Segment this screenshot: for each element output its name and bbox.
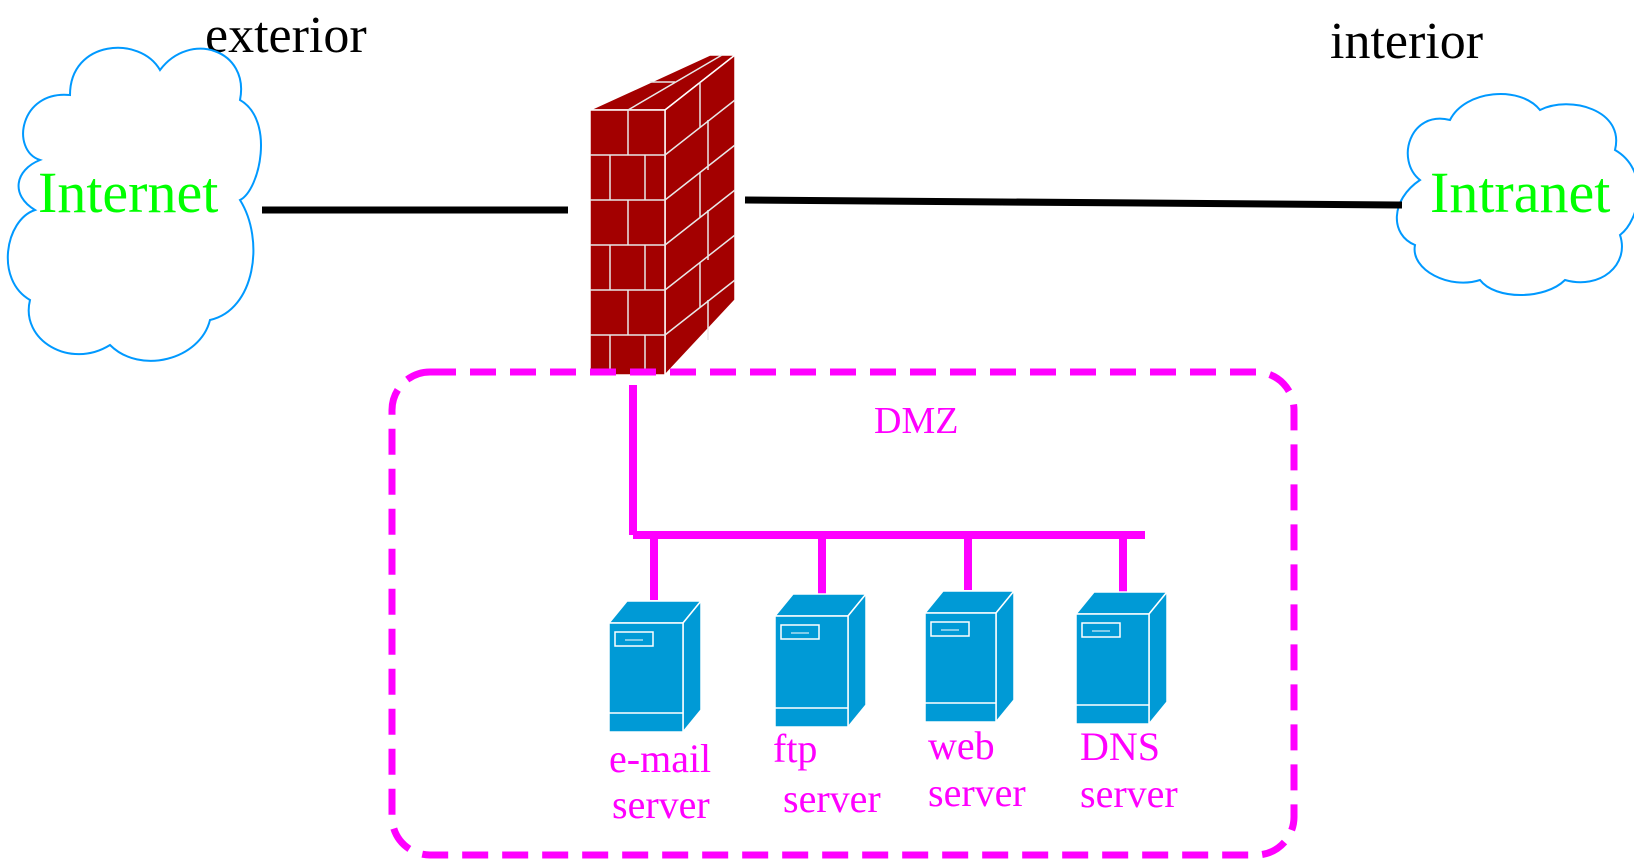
email-server-label-line1: e-mail xyxy=(609,736,711,781)
intranet-label: Intranet xyxy=(1430,160,1610,225)
dns-server-label-line2: server xyxy=(1080,771,1178,816)
dmz-label: DMZ xyxy=(874,400,958,442)
ftp-server-label-line2: server xyxy=(783,776,881,821)
exterior-zone-label: exterior xyxy=(205,7,367,64)
ftp-server-label-line1: ftp xyxy=(773,726,817,771)
web-server-label-line1: web xyxy=(928,723,995,768)
email-server-label-line2: server xyxy=(612,782,710,827)
internet-label: Internet xyxy=(38,160,218,225)
dmz-boundary xyxy=(388,368,1298,859)
firewall-icon xyxy=(589,53,738,377)
dns-server-icon xyxy=(1074,589,1169,727)
email-server-icon xyxy=(607,598,703,735)
ftp-server-icon xyxy=(773,591,868,730)
dns-server-label-line1: DNS xyxy=(1080,724,1160,769)
interior-zone-label: interior xyxy=(1330,13,1483,70)
dmz-bus xyxy=(629,385,1145,600)
firewall-intranet-link xyxy=(744,196,1403,209)
internet-cloud-icon xyxy=(6,46,262,362)
intranet-cloud-icon xyxy=(1395,93,1634,296)
web-server-icon xyxy=(923,588,1016,725)
web-server-label-line2: server xyxy=(928,770,1026,815)
